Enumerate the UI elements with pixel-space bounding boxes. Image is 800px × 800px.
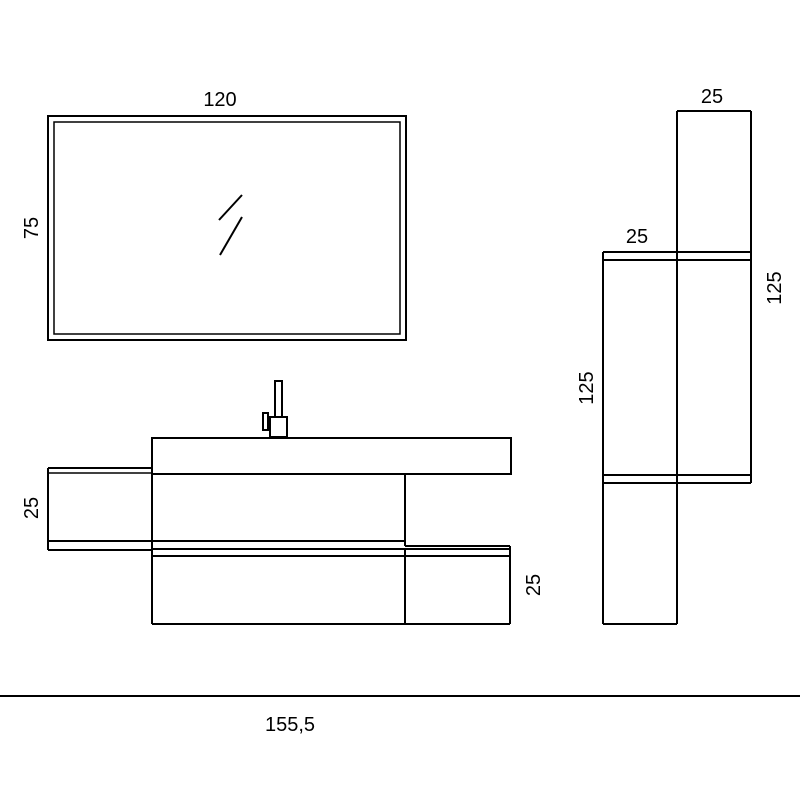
tall-top-width-label: 25 (701, 86, 723, 108)
mirror-width-label: 120 (203, 89, 236, 111)
faucet (262, 380, 288, 438)
tall-right-height-label: 125 (764, 271, 786, 304)
faucet-handle (262, 412, 269, 431)
faucet-spout (274, 380, 283, 418)
mirror (47, 115, 407, 341)
mirror-inner-frame (53, 121, 401, 335)
faucet-base (269, 416, 288, 438)
tall-lower-width-label: 25 (626, 226, 648, 248)
right-drawer-height-label: 25 (523, 574, 545, 596)
mirror-outer-frame (47, 115, 407, 341)
tall-left-height-label: 125 (576, 371, 598, 404)
base-vanity-unit (47, 437, 512, 625)
mirror-glare-line (218, 194, 243, 221)
mirror-glare-line (219, 216, 243, 256)
washbasin-top (151, 437, 512, 475)
left-drawer-height-label: 25 (21, 497, 43, 519)
mirror-height-label: 75 (21, 217, 43, 239)
overall-width-label: 155,5 (265, 714, 315, 736)
tall-column-units (602, 110, 752, 625)
